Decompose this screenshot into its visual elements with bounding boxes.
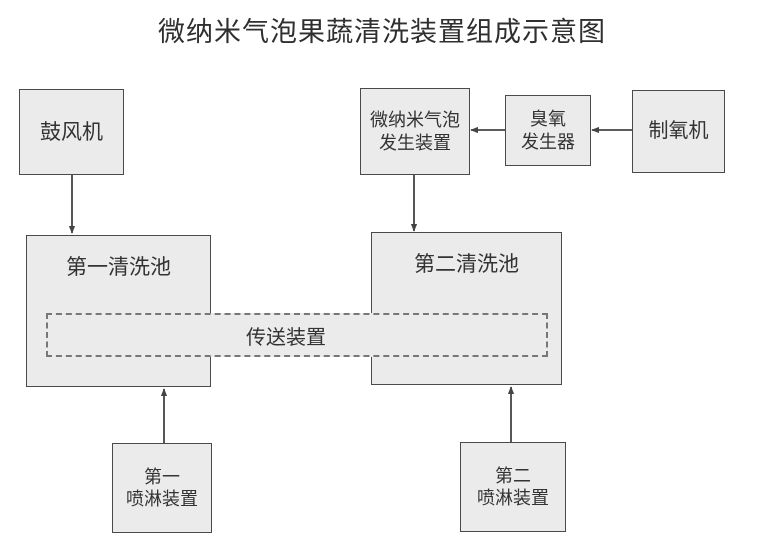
node-bubble-generator-line1: 微纳米气泡 [370,110,460,130]
node-bubble-generator-label: 微纳米气泡 发生装置 [370,109,460,154]
node-ozone-generator-line2: 发生器 [521,131,575,152]
node-second-tank-label: 第二清洗池 [414,252,519,276]
node-bubble-generator[interactable]: 微纳米气泡 发生装置 [360,88,470,175]
node-conveyor-label: 传送装置 [246,326,326,349]
node-second-tank[interactable]: 第二清洗池 [371,232,562,385]
node-oxygen-machine[interactable]: 制氧机 [632,90,725,173]
node-ozone-generator-line1: 臭氧 [530,109,566,129]
node-first-tank[interactable]: 第一清洗池 [26,235,211,387]
node-second-spray-line2: 喷淋装置 [477,488,549,508]
node-second-spray-line1: 第二 [495,465,531,486]
node-first-spray-label: 第一 喷淋装置 [126,466,198,511]
node-first-spray[interactable]: 第一 喷淋装置 [112,443,212,533]
node-blower[interactable]: 鼓风机 [19,89,124,175]
node-bubble-generator-line2: 发生装置 [379,132,451,153]
node-first-spray-line1: 第一 [144,466,180,487]
node-second-spray[interactable]: 第二 喷淋装置 [460,442,566,532]
node-blower-label: 鼓风机 [40,119,103,144]
node-first-spray-line2: 喷淋装置 [126,489,198,509]
node-conveyor[interactable]: 传送装置 [46,313,548,357]
node-ozone-generator-label: 臭氧 发生器 [521,108,575,153]
page-title: 微纳米气泡果蔬清洗装置组成示意图 [158,17,606,47]
node-first-tank-label: 第一清洗池 [66,255,171,279]
node-ozone-generator[interactable]: 臭氧 发生器 [505,95,591,166]
node-oxygen-machine-label: 制氧机 [648,120,709,142]
node-second-spray-label: 第二 喷淋装置 [477,465,549,510]
